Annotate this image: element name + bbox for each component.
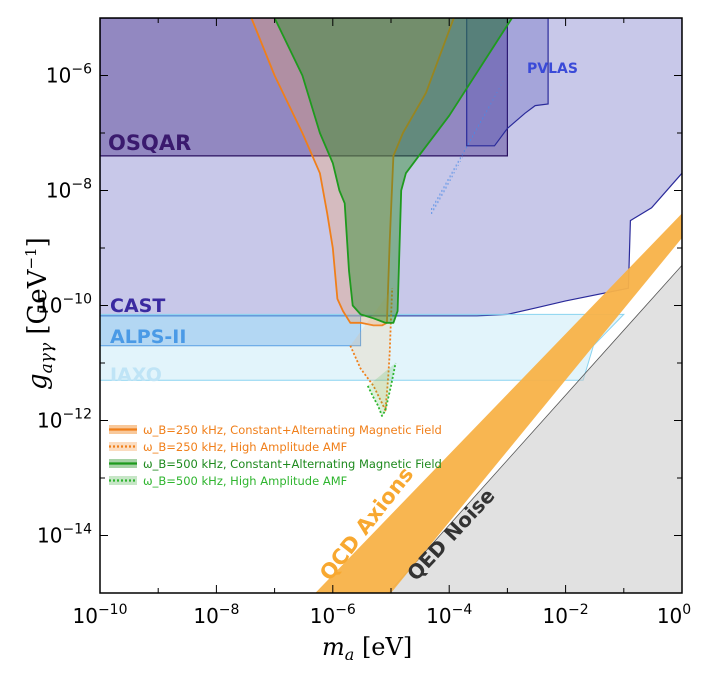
annotation-alps: ALPS-II xyxy=(110,326,186,348)
series-line xyxy=(349,288,394,412)
legend-entry: ω_B=250 kHz, High Amplitude AMF xyxy=(109,440,347,454)
series-fill xyxy=(274,18,512,323)
series-fill xyxy=(350,288,393,411)
axis-ticks: 10−10 10−8 10−6 10−4 10−2 100 10−14 10−12 10−10 1… xyxy=(37,17,691,628)
legend-entry: ω_B=500 kHz, Constant+Alternating Magnet… xyxy=(109,457,442,471)
legend-entry: ω_B=250 kHz, Constant+Alternating Magnet… xyxy=(109,423,442,437)
exclusion-regions xyxy=(100,18,682,593)
region-iaxo xyxy=(100,313,625,381)
x-axis-label: ma [eV] xyxy=(322,633,412,664)
region-pvlas xyxy=(466,18,549,147)
legend-label: ω_B=250 kHz, Constant+Alternating Magnet… xyxy=(143,423,442,437)
tick-label: 10−8 xyxy=(193,602,239,628)
tick-label: 100 xyxy=(657,602,691,628)
tick-label: 10−6 xyxy=(46,62,92,88)
region-osqar xyxy=(100,18,508,157)
legend-label: ω_B=500 kHz, High Amplitude AMF xyxy=(143,474,347,488)
tick-label: 10−10 xyxy=(73,602,128,628)
legend-entry: ω_B=500 kHz, High Amplitude AMF xyxy=(109,474,347,488)
legend-label: ω_B=250 kHz, High Amplitude AMF xyxy=(143,440,347,454)
series-fill xyxy=(251,18,454,326)
series-fill xyxy=(367,363,396,416)
series-line xyxy=(366,362,397,417)
tick-label: 10−4 xyxy=(426,602,472,628)
legend-label: ω_B=500 kHz, Constant+Alternating Magnet… xyxy=(143,457,442,471)
tick-label: 10−6 xyxy=(310,602,356,628)
tick-label: 10−10 xyxy=(37,292,92,318)
tick-label: 10−14 xyxy=(37,522,92,548)
region-alps-ii xyxy=(100,315,362,347)
annotation-osqar: OSQAR xyxy=(108,131,191,155)
y-axis-label: gaγγ [GeV−1] xyxy=(22,237,57,390)
tick-label: 10−12 xyxy=(37,407,92,433)
tick-label: 10−2 xyxy=(543,602,589,628)
region-qcd-axions xyxy=(315,213,682,593)
series-line xyxy=(250,18,455,327)
sensitivity-curves xyxy=(250,18,513,417)
annotation-cast: CAST xyxy=(110,295,165,317)
tick-label: 10−8 xyxy=(46,177,92,203)
svg-text:gaγγ [GeV−1]: gaγγ [GeV−1] xyxy=(22,237,57,390)
annotation-iaxo: IAXO xyxy=(110,364,162,386)
pvlas-oscillation-lines xyxy=(431,73,508,216)
series-line xyxy=(273,18,513,324)
region-qed-noise xyxy=(387,264,682,593)
svg-text:ma [eV]: ma [eV] xyxy=(322,633,412,664)
legend: ω_B=250 kHz, Constant+Alternating Magnet… xyxy=(109,423,442,488)
annotation-pvlas: PVLAS xyxy=(527,61,578,77)
